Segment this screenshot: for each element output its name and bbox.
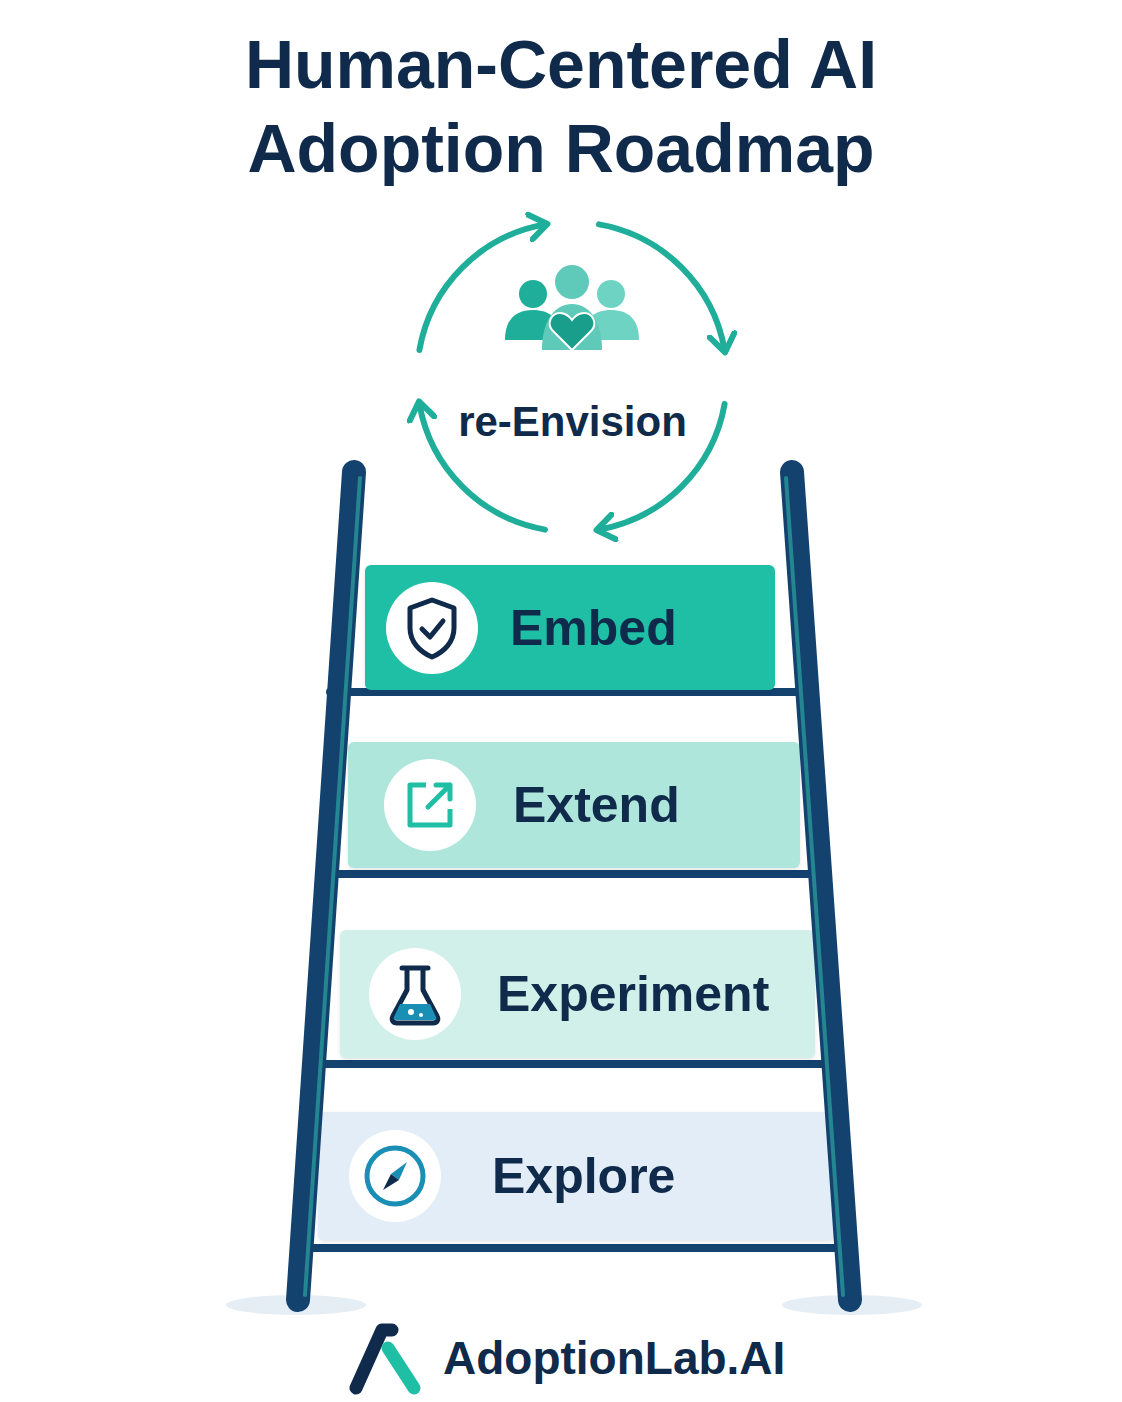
cycle-label: re-Envision: [405, 396, 740, 448]
step-icon: [347, 1128, 443, 1224]
logo-mark: [348, 1318, 428, 1398]
step-icon: [382, 757, 478, 853]
step-icon: [367, 946, 463, 1042]
ladder-step-box: Explore: [318, 1112, 835, 1240]
step-label: Extend: [513, 775, 680, 835]
ladder-step-box: Experiment: [340, 930, 815, 1058]
ladder-step-box: Extend: [348, 742, 800, 868]
step-label: Explore: [492, 1146, 675, 1206]
step-label: Experiment: [497, 964, 769, 1024]
diagram-title: Human-Centered AI Adoption Roadmap: [111, 22, 1011, 190]
step-icon: [384, 580, 480, 676]
brand-name: AdoptionLab.AI: [443, 1330, 785, 1386]
step-label: Embed: [510, 598, 677, 658]
ladder-step-box: Embed: [365, 565, 775, 690]
cycle-arrows: [405, 210, 740, 545]
cycle-circle: re-Envision: [405, 210, 740, 545]
